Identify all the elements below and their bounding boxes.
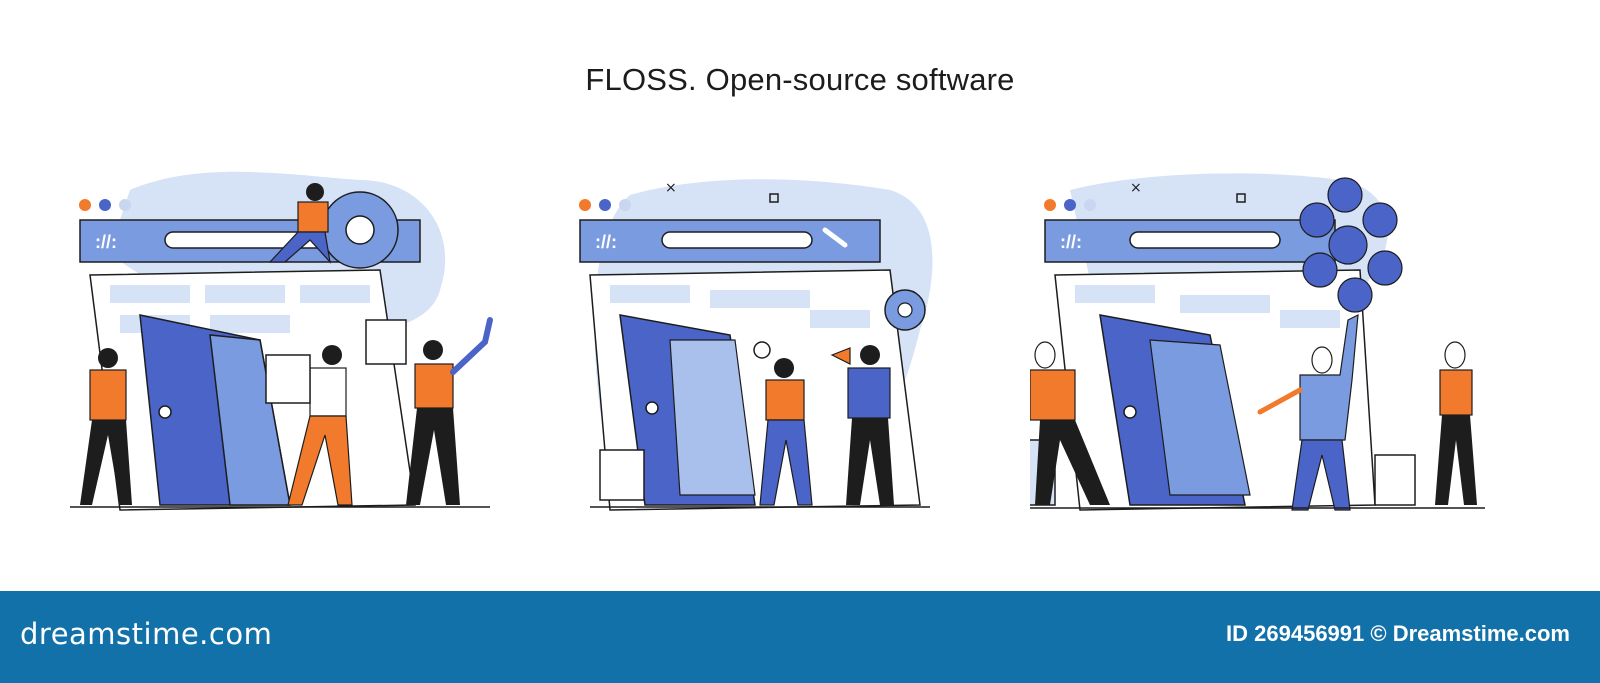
person-with-magnifier (753, 341, 813, 506)
page-block (205, 285, 285, 303)
page-block (110, 285, 190, 303)
wrench-icon (450, 317, 493, 375)
person-holding-door (1030, 341, 1110, 505)
page-block (1180, 295, 1270, 313)
app-icon-key (1367, 250, 1403, 286)
door-knob (1123, 405, 1137, 419)
scene-team-configuring-apps: × ://: (1030, 150, 1500, 540)
page-block (810, 310, 870, 328)
app-icon-document (1328, 225, 1368, 265)
wrench-icon (1257, 387, 1303, 415)
window-dot-red (579, 199, 591, 211)
scene-3-illustration: × ://: (1030, 173, 1485, 511)
page-block (610, 285, 690, 303)
browser-logo-text: ://: (95, 232, 117, 252)
floating-frame (599, 449, 645, 501)
window-dot-blue (99, 199, 111, 211)
window-dot-blue (599, 199, 611, 211)
scene-2-illustration: × ://: (579, 179, 933, 511)
person-thinking (1435, 341, 1477, 505)
magnifier-icon (753, 341, 771, 359)
app-icon-cluster (1299, 177, 1403, 313)
page-title: FLOSS. Open-source software (585, 62, 1015, 97)
app-icon-clock (1337, 277, 1373, 313)
maze-panel (669, 339, 756, 496)
close-icon: × (1130, 180, 1142, 196)
footer-bar: dreamstime.com ID 269456991 © Dreamstime… (0, 591, 1600, 683)
browser-logo-text: ://: (1060, 232, 1082, 252)
gear-center (897, 302, 913, 318)
wrench-icon (822, 227, 848, 248)
page-block (1075, 285, 1155, 303)
footer-logo[interactable]: dreamstime.com (20, 617, 273, 651)
window-dot-grey (1084, 199, 1096, 211)
door-knob (158, 405, 172, 419)
page-block (1280, 310, 1340, 328)
browser-address-bar (661, 231, 813, 249)
gear-center (345, 215, 375, 245)
scene-1-illustration: ://: (70, 171, 493, 511)
person-raising-apps (1257, 313, 1359, 511)
megaphone-icon (830, 347, 851, 365)
person-with-wrench (406, 317, 493, 505)
floating-frame (365, 319, 407, 365)
footer-image-id: ID 269456991 © Dreamstime.com (1226, 621, 1570, 646)
maximize-icon (769, 193, 779, 203)
maximize-icon (1236, 193, 1246, 203)
door-frame (1149, 339, 1251, 496)
person-top-orange (268, 183, 331, 264)
person-with-megaphone (830, 345, 894, 505)
close-icon: × (665, 180, 677, 196)
window-dot-grey (119, 199, 131, 211)
app-icon-tools (1302, 252, 1338, 288)
page-block (710, 290, 810, 308)
app-icon-box (1327, 177, 1363, 213)
window-dot-grey (619, 199, 631, 211)
page-block (210, 315, 290, 333)
person-left-orange (80, 348, 132, 505)
scene-team-building-website: ://: (60, 150, 530, 540)
browser-logo-text: ://: (595, 232, 617, 252)
app-icon-user (1362, 202, 1398, 238)
window-dot-red (1044, 199, 1056, 211)
person-carrying-frame (265, 345, 353, 506)
scene-team-researching-website: × ://: (570, 150, 1040, 540)
page-block (300, 285, 370, 303)
gear-frame-icon (1374, 454, 1416, 506)
window-dot-blue (1064, 199, 1076, 211)
door-knob (645, 401, 659, 415)
app-icon-cube (1299, 202, 1335, 238)
browser-address-bar (1129, 231, 1281, 249)
door-frame (209, 334, 291, 506)
window-dot-red (79, 199, 91, 211)
